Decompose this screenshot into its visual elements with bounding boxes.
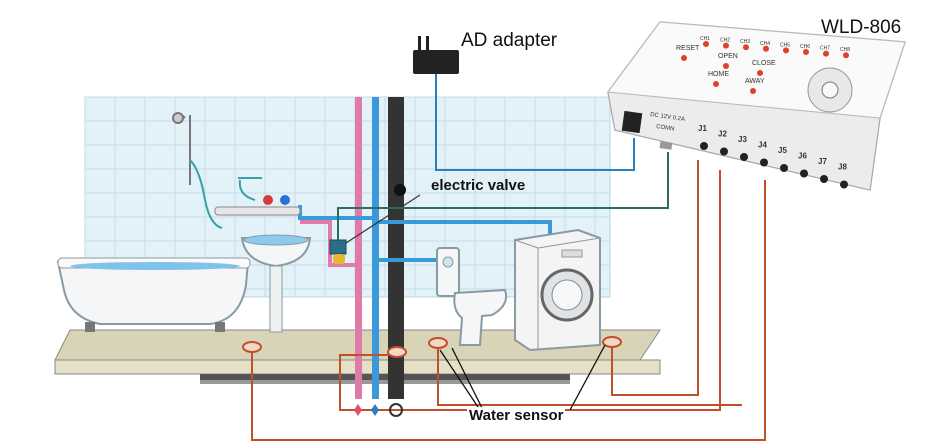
jack-label: J1: [698, 124, 707, 133]
button-led-icon: [750, 88, 756, 94]
wld-806-device: CH1 CH2 CH3 CH4 CH5 CH6 CH7 CH8 J1J2J3J4J5J6J7J…: [607, 21, 907, 191]
ad-adapter: [413, 36, 459, 74]
channel-led-icon: [723, 42, 729, 49]
cold-water-symbol-icon: [371, 404, 379, 416]
wash-basin: [240, 234, 312, 333]
com-label: COMN: [656, 124, 675, 132]
sensor-jack-icon: [720, 147, 728, 156]
adapter-label: AD adapter: [461, 30, 558, 51]
water-sensor-label: Water sensor: [467, 407, 566, 424]
jack-label: J4: [758, 141, 767, 150]
sensor-jack-icon: [780, 164, 788, 172]
water-sensor-icon: [387, 346, 407, 358]
channel-label: CH5: [780, 42, 790, 48]
riser-pipes: [355, 97, 406, 399]
wiring: [251, 74, 766, 441]
channel-label: CH7: [820, 46, 830, 52]
water-sensor-icon: [242, 341, 262, 353]
channel-led-icon: [763, 45, 769, 52]
water-sensor-icon: [602, 336, 622, 348]
sensor-jack-icon: [840, 180, 848, 189]
jack-label: J6: [798, 152, 807, 161]
power-label: DC 12V 0.2A: [650, 112, 686, 123]
channel-label: CH6: [800, 44, 810, 50]
device-button-open: OPEN: [718, 53, 738, 60]
hot-water-symbol-icon: [354, 404, 362, 416]
device-button-reset: RESET: [676, 45, 700, 52]
button-led-icon: [681, 55, 687, 61]
pipe-symbols: [354, 403, 403, 417]
adapter-wire: [435, 74, 635, 171]
sensor-wire-4: [611, 160, 699, 396]
device-button-away: AWAY: [745, 78, 765, 85]
channel-label: CH3: [740, 39, 750, 45]
jack-label: J7: [818, 157, 827, 166]
water-sensor-icon: [428, 337, 448, 349]
jack-label: J8: [838, 163, 847, 172]
device-button-close: CLOSE: [752, 60, 776, 67]
channel-led-icon: [823, 50, 829, 57]
device-button-home: HOME: [708, 71, 729, 78]
button-led-icon: [713, 81, 719, 87]
valve-label: electric valve: [431, 177, 526, 194]
channel-led-icon: [783, 47, 789, 54]
channel-led-icon: [803, 49, 809, 55]
button-led-icon: [723, 63, 729, 69]
washing-machine: [514, 228, 601, 352]
valve-wire: [337, 152, 669, 240]
channel-label: CH2: [720, 38, 730, 44]
sensor-jack-icon: [820, 175, 828, 183]
channel-label: CH8: [840, 47, 850, 53]
jack-label: J5: [778, 146, 787, 155]
sensor-jack-icon: [740, 153, 748, 161]
sensor-jack-icon: [800, 169, 808, 178]
jack-label: J2: [718, 130, 727, 139]
water-sensors: [242, 336, 622, 358]
button-led-icon: [757, 70, 763, 76]
sensor-callout-lines: [439, 344, 606, 411]
sensor-wire-1: [251, 180, 766, 441]
drain-symbol-icon: [389, 403, 403, 417]
sensor-wire-3: [437, 345, 742, 406]
channel-label: CH1: [700, 36, 710, 42]
model-label: WLD-806: [821, 17, 902, 38]
channel-led-icon: [743, 44, 749, 51]
toilet: [436, 247, 508, 346]
channel-led-icon: [703, 41, 709, 47]
sensor-jack-icon: [760, 158, 768, 167]
jack-label: J3: [738, 135, 747, 144]
electric-valve: [329, 194, 421, 264]
sensor-jack-icon: [700, 142, 708, 150]
channel-label: CH4: [760, 41, 770, 47]
sensor-wire-2: [339, 170, 721, 411]
channel-led-icon: [843, 52, 849, 59]
faucet: [214, 177, 301, 216]
shower: [172, 112, 223, 229]
bathtub: [56, 257, 251, 332]
